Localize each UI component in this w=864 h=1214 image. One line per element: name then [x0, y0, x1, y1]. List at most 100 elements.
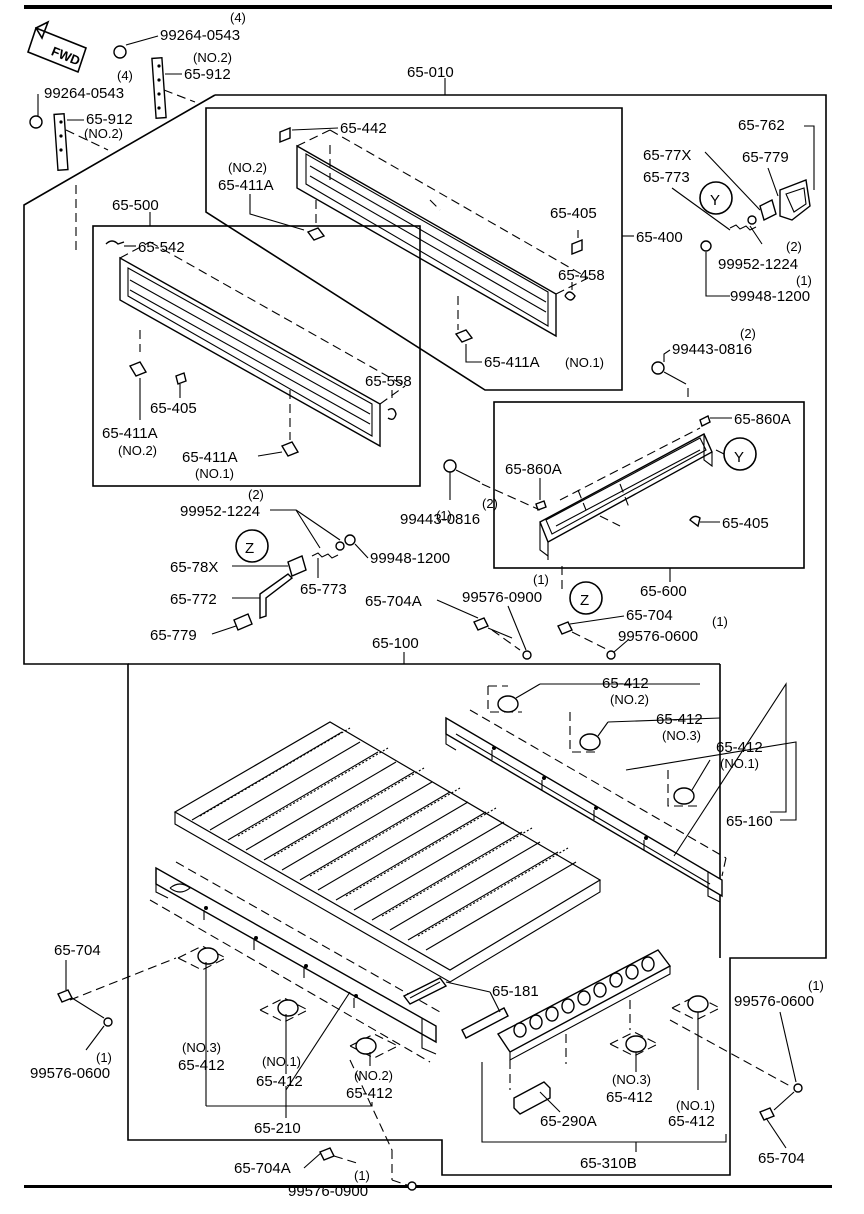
- part-label: (NO.2): [118, 443, 157, 458]
- part-label: (1): [436, 508, 452, 523]
- part-label: 65-310B: [580, 1155, 637, 1172]
- part-label: 65-181: [492, 983, 539, 1000]
- part-label: (2): [740, 326, 756, 341]
- part-label: 65-779: [150, 627, 197, 644]
- stake-group-left: (4) 99264-0543 (NO.2) (4) 65-912 99264-0…: [29, 10, 246, 255]
- left-rail: [149, 861, 441, 1063]
- bushings-right: 65-412 (NO.2) 65-412 (NO.3) 65-412 (NO.1…: [487, 675, 763, 807]
- part-label: 99443-0816: [672, 341, 752, 358]
- part-label: Z: [580, 592, 589, 609]
- part-label: 99576-0900: [462, 589, 542, 606]
- part-label: (1): [354, 1168, 370, 1183]
- part-label: 99952-1224: [718, 256, 798, 273]
- part-label: 65-704: [758, 1150, 805, 1167]
- part-label: (NO.1): [262, 1054, 301, 1069]
- part-label: 65-773: [300, 581, 347, 598]
- part-label: 65-912: [86, 111, 133, 128]
- part-label: (2): [248, 487, 264, 502]
- part-label: 65-405: [150, 400, 197, 417]
- hinge-bolt-right: (1) 99576-0600 65-704: [734, 978, 824, 1167]
- part-label: 99948-1200: [370, 550, 450, 567]
- part-label: 65-412: [606, 1089, 653, 1106]
- part-label: (1): [712, 614, 728, 629]
- hinge-bolts-middle: 65-704A (1) 99576-0900 Z 65-704 (1) 9957…: [365, 566, 728, 660]
- part-label: 99264-0543: [44, 85, 124, 102]
- part-label: (2): [786, 239, 802, 254]
- part-label: (1): [96, 1050, 112, 1065]
- part-label: 65-412: [656, 711, 703, 728]
- part-label: (1): [533, 572, 549, 587]
- protector-65-181: 65-181: [402, 977, 539, 1039]
- part-label: (1): [796, 273, 812, 288]
- part-label: 65-160: [726, 813, 773, 830]
- part-label: 99952-1224: [180, 503, 260, 520]
- part-label: Y: [734, 449, 744, 466]
- part-label: 65-458: [558, 267, 605, 284]
- bushings-left: (NO.3) 65-412 (NO.1) 65-412 (NO.2) 65-41…: [176, 945, 400, 1137]
- part-label: 65-442: [340, 120, 387, 137]
- front-panel-assy: 65-400 65-442 (NO.2) 65-411A 65-405 65-4…: [205, 107, 683, 391]
- part-label: (NO.3): [182, 1040, 221, 1055]
- part-label: 99576-0600: [618, 628, 698, 645]
- part-label: (NO.1): [195, 466, 234, 481]
- part-label: 65-412: [716, 739, 763, 756]
- part-label: 65-542: [138, 239, 185, 256]
- part-label: 65-600: [640, 583, 687, 600]
- latch-y-detail: 65-762 65-77X 65-779 65-773 Y (2) 99952-…: [643, 117, 815, 305]
- side-panel-assy: 65-500 65-542 65-405 65-411A (NO.2) 65-4…: [92, 197, 421, 487]
- part-label: (NO.2): [228, 160, 267, 175]
- part-label: 99576-0600: [734, 993, 814, 1010]
- bottom-rule: [24, 1185, 832, 1188]
- part-label: (NO.1): [565, 355, 604, 370]
- part-label: 99264-0543: [160, 27, 240, 44]
- rear-sill: 65-290A (NO.3) 65-412 (NO.1) 65-412 65-3…: [481, 949, 791, 1172]
- part-label: (NO.2): [84, 126, 123, 141]
- part-label: (NO.3): [612, 1072, 651, 1087]
- part-label: 99576-0900: [288, 1183, 368, 1200]
- part-label: 65-704A: [234, 1160, 291, 1177]
- part-label: 65-704: [626, 607, 673, 624]
- part-label: 65-500: [112, 197, 159, 214]
- part-label: (2): [482, 496, 498, 511]
- part-label: (NO.2): [193, 50, 232, 65]
- floor-slats: [173, 721, 602, 983]
- part-label: 65-411A: [484, 354, 540, 371]
- part-label: 99576-0600: [30, 1065, 110, 1082]
- part-label: Y: [710, 192, 720, 209]
- rear-panel-assy: (2) 99443-0816 65-600 65-860A Y 65-860A …: [493, 326, 805, 600]
- right-rail: 65-160: [445, 682, 797, 903]
- hinge-bolt-bottom: 65-704A (1) 99576-0900: [234, 1059, 417, 1200]
- part-label: 65-912: [184, 66, 231, 83]
- part-label: 65-558: [365, 373, 412, 390]
- part-label: 99948-1200: [730, 288, 810, 305]
- part-label: 65-773: [643, 169, 690, 186]
- part-label: (NO.3): [662, 728, 701, 743]
- part-label: (NO.2): [354, 1068, 393, 1083]
- part-label: 65-412: [668, 1113, 715, 1130]
- fwd-label: FWD: [49, 43, 82, 68]
- part-label: 65-400: [636, 229, 683, 246]
- part-label: 99443-0816: [400, 511, 480, 528]
- part-label: (NO.1): [676, 1098, 715, 1113]
- part-label: 65-412: [346, 1085, 393, 1102]
- part-label: 65-210: [254, 1120, 301, 1137]
- part-label: 65-77X: [643, 147, 691, 164]
- part-label: 65-290A: [540, 1113, 597, 1130]
- part-label: 65-411A: [182, 449, 238, 466]
- part-label: (1): [808, 978, 824, 993]
- part-label: 65-412: [256, 1073, 303, 1090]
- bolt-99443-left: (2) 99443-0816: [400, 459, 541, 528]
- part-label: (NO.1): [720, 756, 759, 771]
- label-65-010: 65-010: [407, 64, 454, 81]
- part-label: 65-772: [170, 591, 217, 608]
- part-label: 65-860A: [734, 411, 791, 428]
- hinge-bolt-left: 65-704 (1) 99576-0600: [30, 942, 177, 1082]
- part-label: (4): [230, 10, 246, 25]
- part-label: 65-411A: [218, 177, 274, 194]
- fwd-arrow-icon: FWD: [27, 20, 87, 74]
- part-label: 65-860A: [505, 461, 562, 478]
- part-label: Z: [245, 540, 254, 557]
- part-label: 65-412: [602, 675, 649, 692]
- label-65-100: 65-100: [372, 635, 419, 652]
